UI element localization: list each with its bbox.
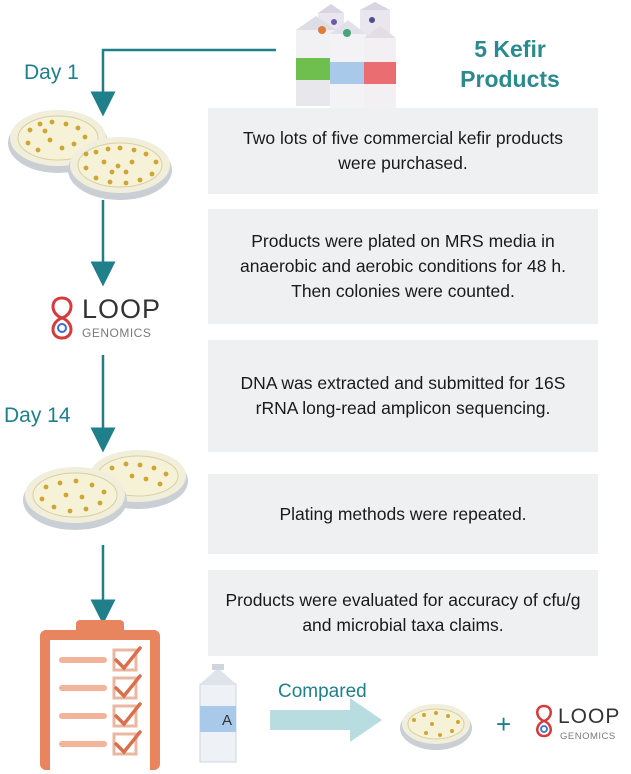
plus-sign: + <box>496 709 512 739</box>
step-text-2: Products were plated on MRS media in ana… <box>240 231 566 301</box>
step-text-4: Plating methods were repeated. <box>279 503 527 524</box>
loop-logo-subtext-small: GENOMICS <box>560 731 616 742</box>
loop-logo-subtext: GENOMICS <box>82 326 152 340</box>
step-box-4: Plating methods were repeated. <box>208 474 598 554</box>
step-box-1: Two lots of five commercial kefir produc… <box>208 108 598 194</box>
petri-dishes-day1-icon <box>8 110 172 200</box>
carton-letter: A <box>221 712 232 729</box>
flow-arrow-1 <box>90 48 276 117</box>
petri-dishes-day14-icon <box>23 450 188 530</box>
step-box-2: Products were plated on MRS media in ana… <box>208 209 598 324</box>
step-text-3: DNA was extracted and submitted for 16S … <box>240 373 566 418</box>
day-14-label: Day 14 <box>4 404 71 427</box>
step-text-1: Two lots of five commercial kefir produc… <box>243 128 563 173</box>
petri-dish-small-icon <box>400 704 472 750</box>
step-box-3: DNA was extracted and submitted for 16S … <box>208 340 598 452</box>
loop-genomics-logo-icon <box>51 296 73 340</box>
clipboard-checklist-icon <box>40 620 160 770</box>
step-text-5: Products were evaluated for accuracy of … <box>225 590 581 635</box>
kefir-carton-a-icon <box>199 664 237 763</box>
loop-logo-word-small: LOOP <box>558 705 621 728</box>
day-1-label: Day 1 <box>24 61 79 84</box>
compared-arrow <box>270 698 382 742</box>
title-line-2: Products <box>460 66 560 92</box>
loop-genomics-logo-small-icon <box>536 704 552 738</box>
loop-logo-word: LOOP <box>82 294 162 324</box>
page-title: 5 Kefir Products <box>430 34 590 94</box>
kefir-cartons-icon <box>296 2 396 108</box>
compared-label: Compared <box>278 681 367 702</box>
step-box-5: Products were evaluated for accuracy of … <box>208 570 598 656</box>
title-line-1: 5 Kefir <box>474 36 546 62</box>
